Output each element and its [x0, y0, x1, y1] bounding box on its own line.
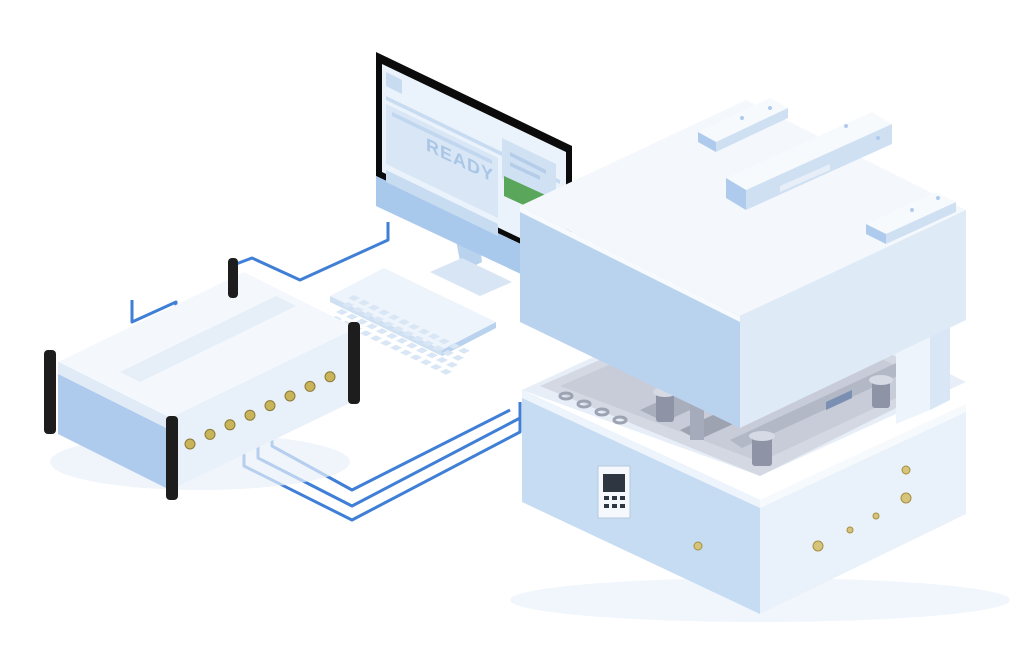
- keyboard-keys: [330, 295, 470, 375]
- unit-front: [170, 328, 356, 490]
- keyboard-key: [442, 350, 454, 356]
- keyboard-key: [388, 314, 400, 321]
- keyboard-key: [436, 357, 448, 363]
- keyboard-key: [366, 323, 378, 330]
- keyboard-key: [398, 319, 410, 325]
- spring-posts: [656, 380, 890, 466]
- bnc-connector: [204, 428, 216, 440]
- keyboard-key: [432, 345, 444, 352]
- bnc-connector: [304, 380, 316, 392]
- keyboard-key: [416, 347, 428, 354]
- keyboard-key: [362, 311, 374, 318]
- handle-left-front: [44, 350, 56, 434]
- bnc-connector: [264, 400, 276, 412]
- keyboard-key: [372, 316, 384, 323]
- keyboard-key: [392, 326, 404, 332]
- bnc-connector: [224, 419, 236, 431]
- unit-connectors: [184, 371, 336, 450]
- unit-side: [58, 362, 170, 490]
- keyboard-key: [336, 309, 348, 315]
- keyboard-key: [378, 309, 390, 316]
- keyboard-key: [370, 335, 382, 342]
- keyboard-key: [408, 323, 420, 330]
- base-screws: [693, 465, 912, 552]
- keyboard-key: [356, 318, 368, 325]
- lid-clamps: [698, 98, 956, 244]
- control-panel: [597, 465, 631, 519]
- keyboard-key: [428, 333, 440, 340]
- handle-right-back: [228, 258, 238, 298]
- keyboard-key: [452, 354, 464, 361]
- keyboard-key: [376, 328, 388, 335]
- handle-right-front: [348, 322, 360, 404]
- press-fixture-machine: [510, 98, 1010, 622]
- bnc-connector: [244, 409, 256, 421]
- keyboard-key: [342, 302, 354, 308]
- keyboard: [330, 268, 496, 375]
- base-front-right: [760, 404, 966, 614]
- keyboard-key: [448, 343, 460, 349]
- handle-left-back: [166, 416, 178, 500]
- bnc-connector: [324, 371, 336, 383]
- keyboard-key: [410, 354, 422, 361]
- control-display: [603, 474, 625, 492]
- monitor-base: [430, 258, 512, 296]
- keyboard-key: [440, 368, 452, 375]
- keyboard-key: [380, 340, 392, 346]
- keyboard-key: [458, 347, 470, 354]
- keyboard-key: [420, 359, 432, 366]
- lid-front-right: [740, 210, 966, 428]
- washers: [558, 391, 628, 425]
- bnc-connector: [184, 438, 196, 450]
- keyboard-key: [352, 306, 364, 313]
- keyboard-key: [400, 349, 412, 356]
- keyboard-key: [430, 364, 442, 370]
- keyboard-key: [412, 335, 424, 342]
- keyboard-key: [348, 295, 360, 301]
- keyboard-key: [396, 337, 408, 344]
- keyboard-key: [446, 361, 458, 368]
- keyboard-key: [438, 338, 450, 345]
- keyboard-key: [360, 330, 372, 337]
- keyboard-key: [406, 342, 418, 349]
- keyboard-key: [382, 321, 394, 328]
- keyboard-key: [426, 352, 438, 359]
- keyboard-key: [402, 330, 414, 337]
- base-front-left: [522, 390, 760, 614]
- keyboard-key: [386, 333, 398, 339]
- lid-front-left: [520, 206, 740, 428]
- keyboard-key: [368, 304, 380, 311]
- keyboard-key: [346, 313, 358, 320]
- keyboard-key: [418, 328, 430, 335]
- keyboard-key: [390, 344, 402, 351]
- bnc-connector: [284, 390, 296, 402]
- keyboard-key: [358, 299, 370, 306]
- signal-generator-unit: [44, 258, 360, 500]
- keyboard-key: [422, 340, 434, 347]
